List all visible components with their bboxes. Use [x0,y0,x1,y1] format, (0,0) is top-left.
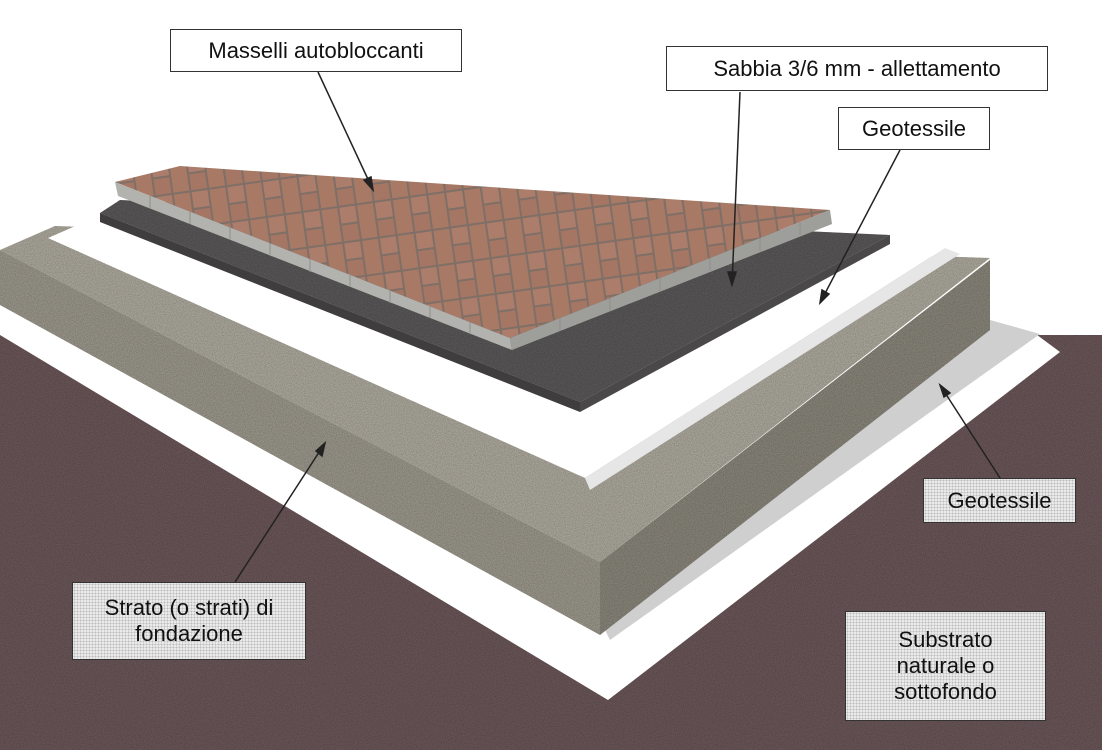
pavers-front-edge [115,182,512,350]
leader-masselli [317,71,374,191]
foundation-side-face [600,260,990,635]
label-masselli-autobloccanti: Masselli autobloccanti [170,29,462,72]
label-substrato-line1: Substrato [898,627,993,653]
label-masselli-text: Masselli autobloccanti [208,37,424,63]
leader-geotessile-top [819,149,901,304]
label-geotessile-top: Geotessile [838,107,990,150]
label-strato-line2: fondazione [135,621,243,646]
label-geotessile-top-text: Geotessile [862,115,966,141]
foundation-front-face [0,250,600,635]
label-strato-fondazione: Strato (o strati) di fondazione [72,582,306,660]
interlocking-pavers-top [115,166,830,338]
label-sabbia-allettamento: Sabbia 3/6 mm - allettamento [666,46,1048,91]
label-strato-line1: Strato (o strati) di [104,595,274,621]
label-substrato-line2: naturale o [896,653,995,679]
leader-geotessile-bottom [939,384,1001,479]
label-substrato-naturale: Substrato naturale o sottofondo [845,611,1046,721]
label-geotessile-bottom-text: Geotessile [947,487,1052,513]
sand-bedding-side [100,213,580,412]
label-substrato-line3: sottofondo [894,678,997,704]
label-sabbia-text: Sabbia 3/6 mm - allettamento [713,55,1001,81]
label-geotessile-bottom: Geotessile [923,478,1076,523]
leader-strato [234,442,326,583]
pavers-right-edge [510,210,832,350]
leader-sabbia [731,91,741,286]
